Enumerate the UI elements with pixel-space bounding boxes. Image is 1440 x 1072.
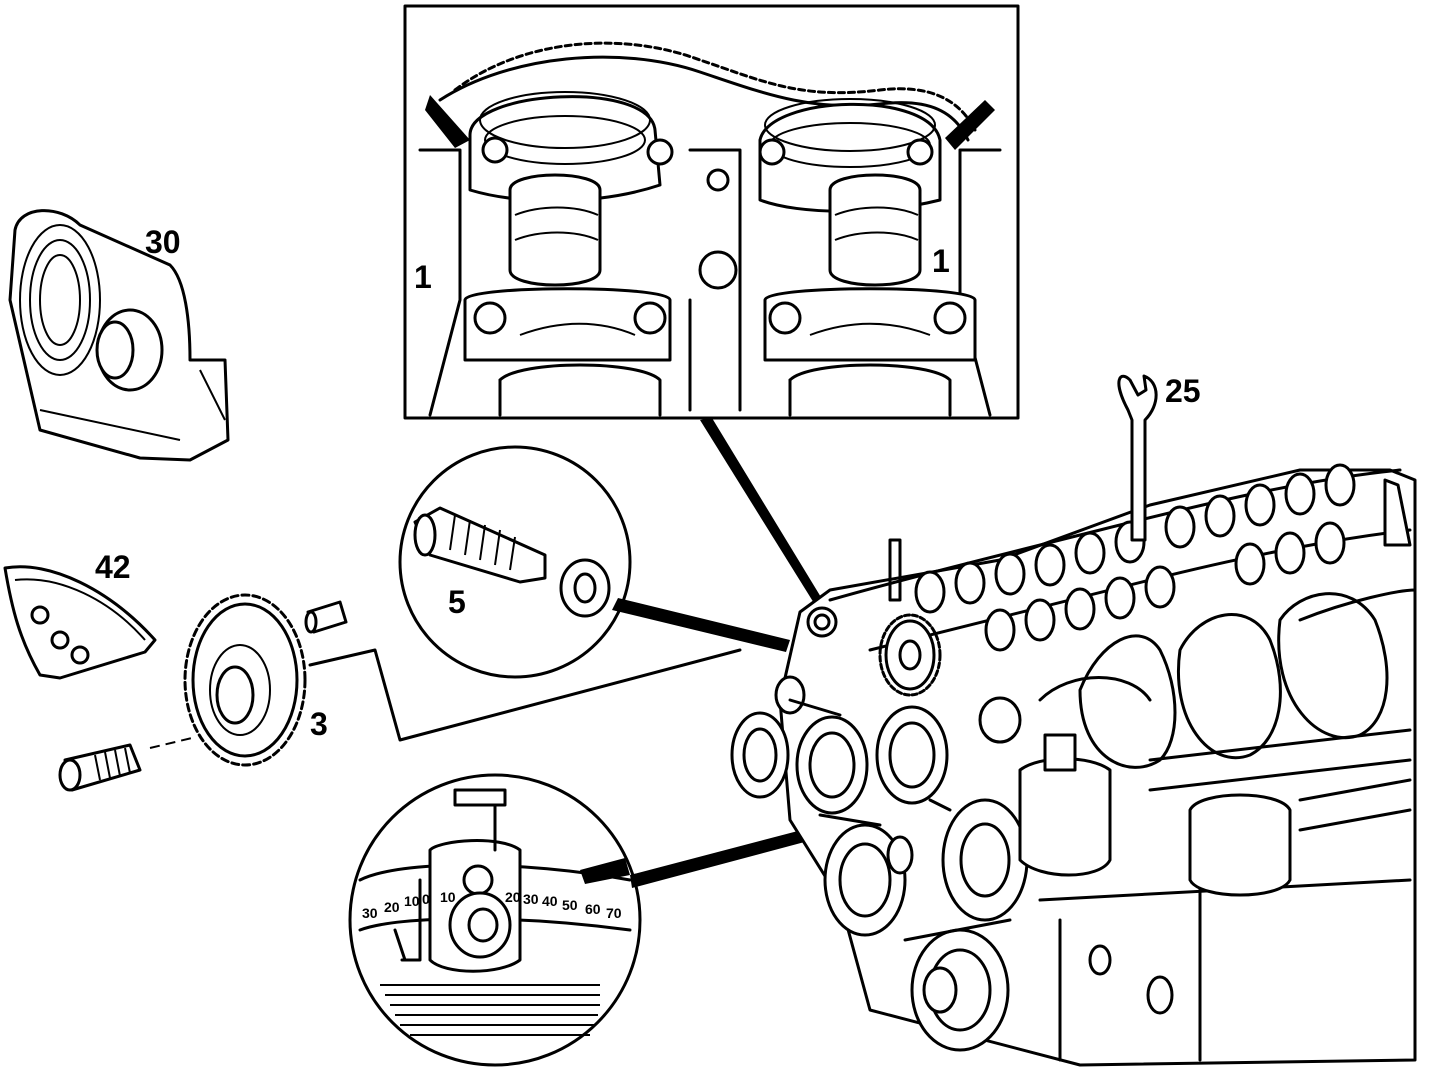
engine-assembly bbox=[730, 463, 1417, 1067]
scale-tick-4: 10 bbox=[440, 889, 456, 905]
part-dowel-pin bbox=[304, 600, 348, 634]
callout-timing-case-cover: 30 bbox=[145, 224, 181, 260]
callout-camshaft-sprocket: 3 bbox=[310, 706, 328, 742]
scale-tick-9: 60 bbox=[585, 901, 601, 917]
inset-leader-line bbox=[700, 418, 830, 616]
part-sprocket-bolt bbox=[58, 737, 193, 792]
scale-tick-7: 40 bbox=[542, 893, 558, 909]
sprocket-leader-line bbox=[308, 648, 742, 742]
part-wrench-tool: 25 bbox=[1117, 373, 1201, 542]
callout-wrench-tool: 25 bbox=[1165, 373, 1201, 409]
callout-bolt-and-washer: 5 bbox=[448, 584, 466, 620]
scale-tick-10: 70 bbox=[606, 905, 622, 921]
timing-scale-inset: 30 20 10 0 10 20 30 40 50 60 70 bbox=[348, 773, 842, 1067]
scale-tick-0: 30 bbox=[362, 905, 378, 921]
scale-tick-8: 50 bbox=[562, 897, 578, 913]
part-timing-case-cover: 30 bbox=[8, 209, 230, 462]
part-camshaft-sprocket: 3 bbox=[183, 593, 328, 767]
bolt-washer-inset: 5 bbox=[398, 445, 790, 679]
scale-tick-3: 0 bbox=[422, 891, 430, 907]
scale-tick-2: 10 bbox=[404, 893, 420, 909]
timing-scale-ticks: 30 20 10 0 10 20 30 40 50 60 70 bbox=[362, 889, 622, 921]
callout-chain-guide-rail: 42 bbox=[95, 549, 131, 585]
camshaft-lobes bbox=[914, 463, 1356, 652]
engine-pulleys bbox=[730, 675, 1029, 1052]
part-chain-guide-rail: 42 bbox=[3, 549, 157, 680]
scale-tick-1: 20 bbox=[384, 899, 400, 915]
camshaft-detail-inset: 1 1 bbox=[403, 4, 1020, 420]
scale-tick-6: 30 bbox=[523, 891, 539, 907]
scale-tick-5: 20 bbox=[505, 889, 521, 905]
callout-chain-marker-left: 1 bbox=[414, 259, 432, 295]
callout-chain-marker-right: 1 bbox=[932, 243, 950, 279]
